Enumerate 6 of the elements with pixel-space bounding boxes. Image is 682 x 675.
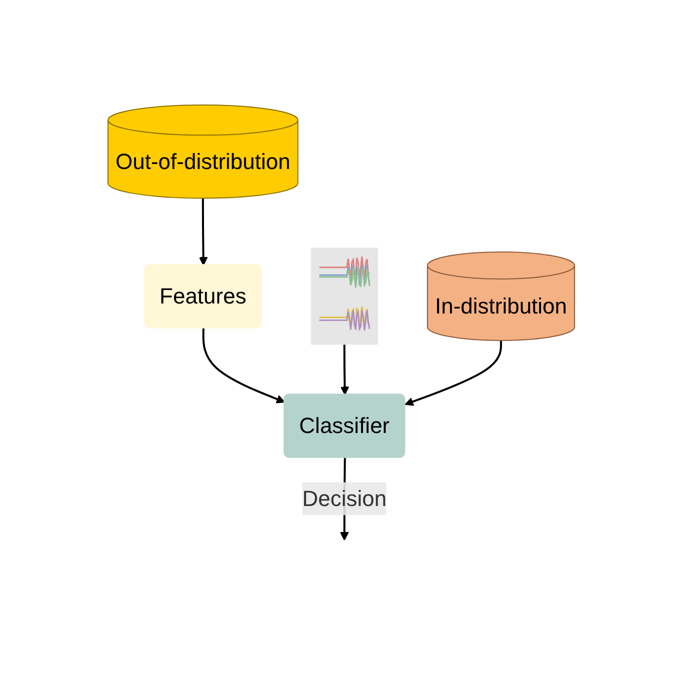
arrow — [198, 198, 208, 266]
arrow — [340, 344, 349, 395]
edge-label: Decision — [302, 486, 386, 512]
arrow — [404, 340, 502, 406]
node-picture — [310, 248, 378, 345]
arrow — [202, 328, 285, 404]
